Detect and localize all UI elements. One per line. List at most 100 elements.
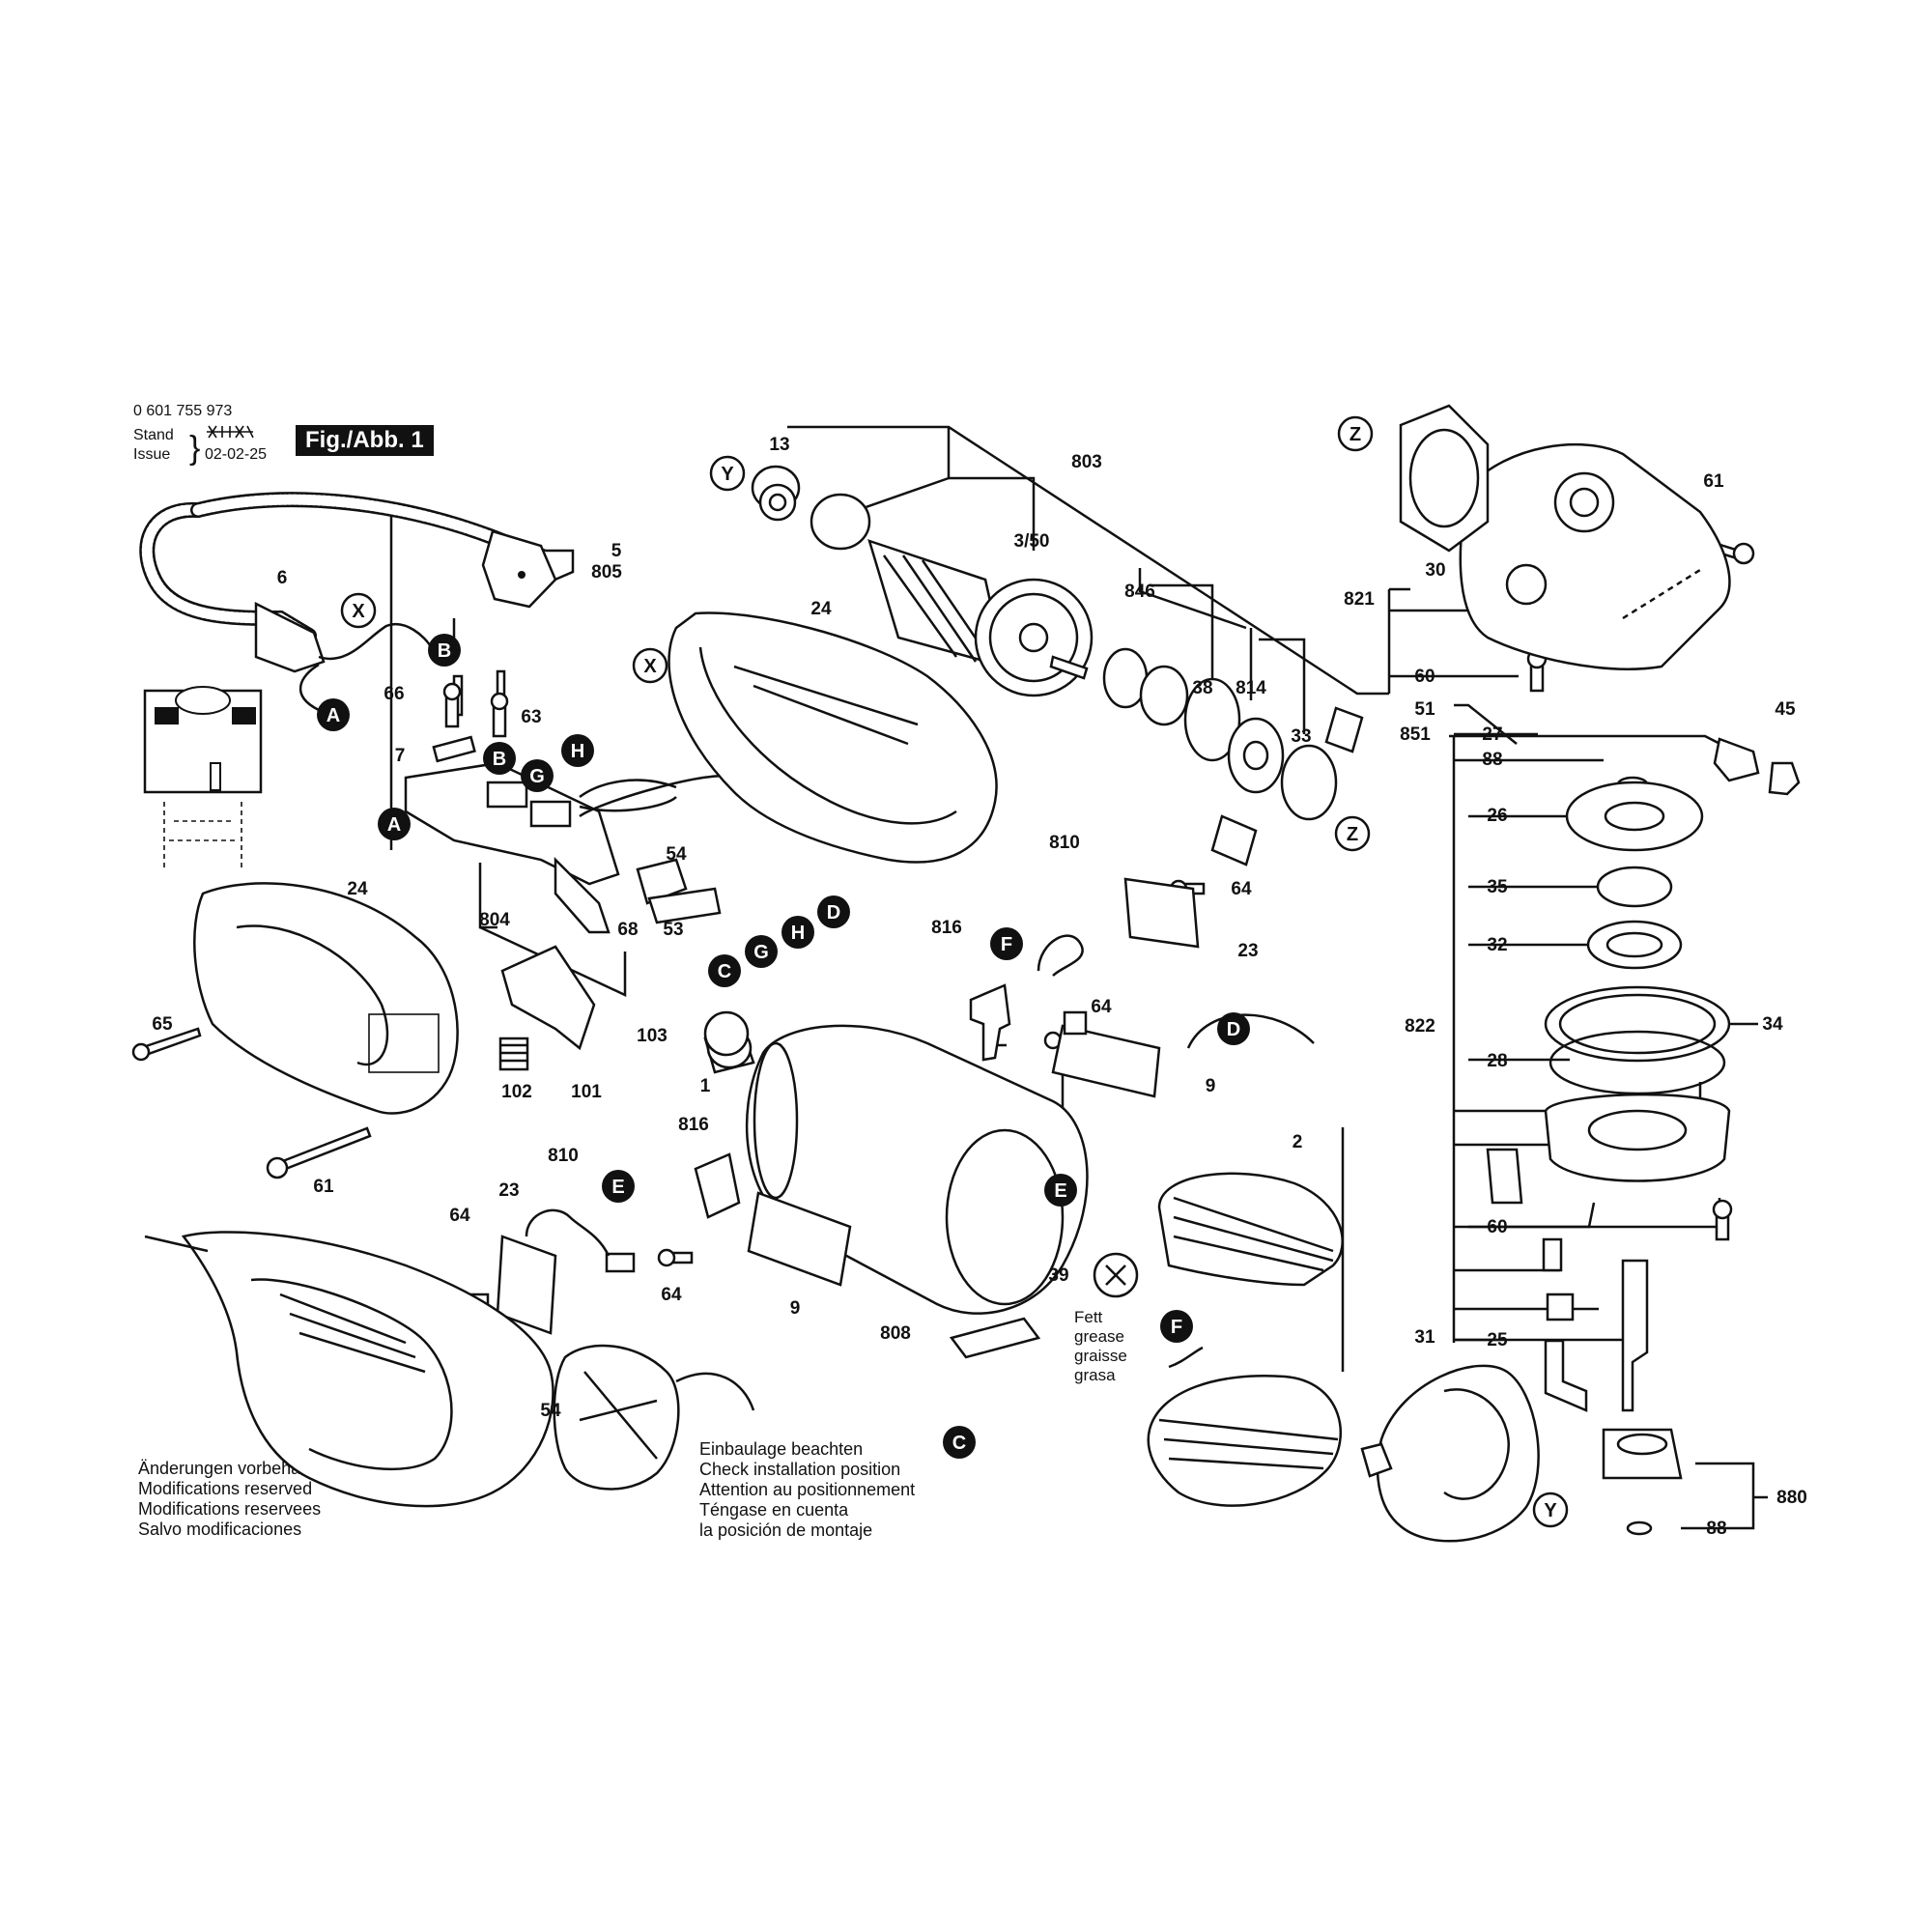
part-label: 1 — [700, 1076, 711, 1096]
ref-letter: Y — [721, 464, 734, 485]
field-coil-lower — [1147, 1375, 1342, 1507]
note-line: Fett — [1074, 1308, 1103, 1326]
ref-marker-y: Y — [709, 455, 746, 492]
figure-label: Fig./Abb. 1 — [296, 425, 434, 456]
wiring-schematic — [143, 686, 263, 869]
part-label: 2 — [1293, 1132, 1303, 1152]
part-label: 64 — [449, 1206, 470, 1226]
part-number: 0 601 755 973 — [133, 403, 233, 419]
part-label: 880 — [1776, 1488, 1807, 1508]
part-label: 35 — [1487, 877, 1508, 897]
part-label: 26 — [1487, 806, 1507, 826]
part-label: 61 — [1703, 471, 1724, 492]
ref-marker-x: X — [632, 647, 668, 684]
part-label: 804 — [479, 910, 510, 930]
part-label: 814 — [1236, 678, 1266, 698]
note-line: grasa — [1074, 1366, 1116, 1384]
part-label: 61 — [313, 1177, 334, 1197]
part-label: 23 — [498, 1180, 519, 1201]
ref-letter: E — [611, 1177, 624, 1198]
ref-marker-d: D — [1217, 1012, 1250, 1045]
reference-markers: Y Z X X Z Y B A — [317, 415, 1569, 1528]
part-label: 9 — [1206, 1076, 1216, 1096]
part-label: 34 — [1762, 1014, 1783, 1035]
note-line: Salvo modificaciones — [138, 1520, 302, 1539]
note-line: graisse — [1074, 1347, 1127, 1365]
part-label: 60 — [1414, 667, 1435, 687]
ref-letter: X — [352, 601, 365, 622]
part-label: 24 — [347, 879, 368, 899]
modifications-note: Änderungen vorbehalten Modifications res… — [138, 1459, 328, 1540]
part-label: 24 — [810, 599, 832, 619]
part-label: 51 — [1414, 699, 1435, 720]
part-label: 6 — [277, 568, 288, 588]
ref-marker-x: X — [340, 592, 377, 629]
part-label: 7 — [395, 746, 406, 766]
field-coil-upper — [1157, 1172, 1344, 1287]
part-label: 805 — [591, 562, 622, 582]
part-label: 808 — [880, 1323, 911, 1344]
part-label: 822 — [1405, 1016, 1435, 1037]
part-label: 803 — [1071, 452, 1102, 472]
ref-letter: B — [493, 749, 506, 770]
ref-marker-f: F — [1160, 1310, 1193, 1343]
ref-letter: F — [1001, 934, 1012, 955]
part-label: 88 — [1482, 750, 1502, 770]
ref-marker-c: C — [708, 954, 741, 987]
part-label: 9 — [790, 1298, 801, 1319]
note-line: grease — [1074, 1327, 1124, 1346]
ref-marker-e: E — [602, 1170, 635, 1203]
part-label: 851 — [1400, 724, 1431, 745]
part-label: 33 — [1291, 726, 1311, 747]
part-label: 32 — [1487, 935, 1507, 955]
issue-label: Issue — [133, 446, 171, 463]
ref-marker-h: H — [561, 734, 594, 767]
ref-marker-z: Z — [1337, 415, 1374, 452]
ref-marker-e: E — [1044, 1174, 1077, 1207]
part-label: 23 — [1237, 941, 1258, 961]
ref-marker-g: G — [521, 759, 554, 792]
ref-letter: F — [1171, 1317, 1182, 1338]
spindle-stack — [1486, 737, 1801, 1536]
ref-letter: D — [1227, 1019, 1240, 1040]
part-labels: 13 803 3/50 24 846 38 814 33 30 61 821 6… — [152, 435, 1806, 1539]
part-label: 64 — [661, 1285, 682, 1305]
part-label: 103 — [637, 1026, 668, 1046]
lever-parts — [498, 945, 596, 1071]
struck-date-icon — [205, 423, 255, 440]
ref-letter: Y — [1544, 1500, 1557, 1521]
note-line: Modifications reservees — [138, 1499, 322, 1519]
note-line: Modifications reserved — [138, 1479, 313, 1498]
ref-letter: H — [791, 923, 805, 944]
part-label: 3/50 — [1014, 531, 1050, 552]
part-label: 810 — [548, 1146, 579, 1166]
part-label: 45 — [1775, 699, 1796, 720]
part-label: 54 — [540, 1401, 561, 1421]
part-label: 63 — [521, 707, 541, 727]
part-label: 101 — [571, 1082, 602, 1102]
part-label: 60 — [1487, 1217, 1507, 1237]
part-label: 846 — [1124, 582, 1155, 602]
ref-letter: G — [753, 942, 769, 963]
ref-marker-h: H — [781, 916, 814, 949]
part-label: 27 — [1482, 724, 1502, 745]
power-cord — [139, 492, 557, 712]
gear-head — [1459, 443, 1731, 670]
part-label: 816 — [931, 918, 962, 938]
grease-note: Fett grease graisse grasa — [1074, 1308, 1127, 1385]
motor-housing — [703, 1024, 1089, 1315]
ref-letter: A — [327, 705, 340, 726]
assembled-view — [144, 1231, 755, 1508]
note-line: Check installation position — [699, 1460, 901, 1479]
housing-half-upper — [668, 611, 998, 864]
ref-marker-b: B — [428, 634, 461, 667]
ref-marker-f: F — [990, 927, 1023, 960]
part-label: 38 — [1192, 678, 1212, 698]
part-label: 39 — [1048, 1265, 1068, 1286]
ref-marker-z: Z — [1334, 815, 1371, 852]
ref-marker-a: A — [378, 808, 411, 840]
ref-letter: C — [718, 961, 731, 982]
part-label: 31 — [1414, 1327, 1435, 1348]
part-label: 5 — [611, 541, 622, 561]
